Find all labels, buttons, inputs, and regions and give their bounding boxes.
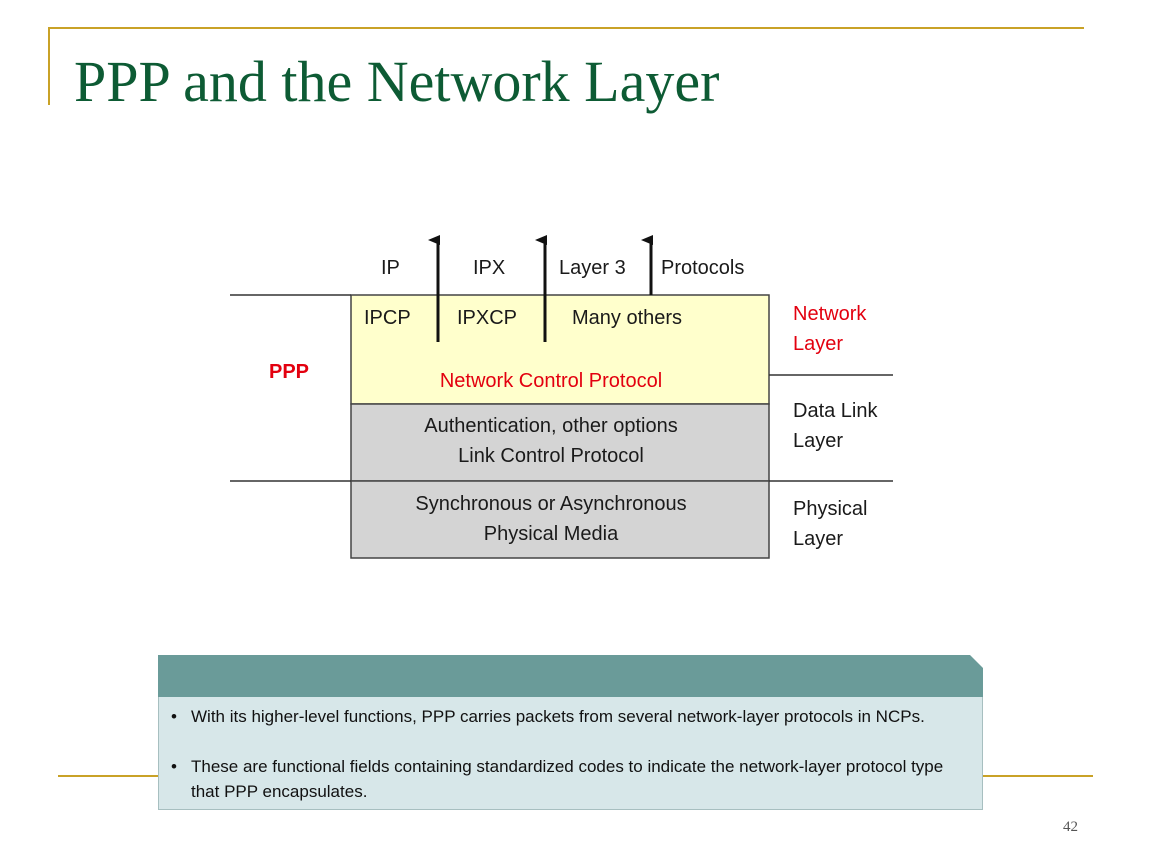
ncp-item-ipcp: IPCP (364, 307, 411, 329)
bottom-rule-left (58, 775, 158, 777)
left-rule (48, 27, 50, 105)
datalink-layer-label-2: Layer (793, 430, 843, 452)
ncp-item-others: Many others (572, 307, 682, 329)
arrow-label-protocols: Protocols (661, 257, 744, 279)
bullet-dot: • (171, 707, 177, 726)
physical-line2: Physical Media (484, 523, 619, 545)
physical-layer-label-1: Physical (793, 498, 867, 520)
physical-layer-label-2: Layer (793, 528, 843, 550)
notes-body: • With its higher-level functions, PPP c… (158, 697, 983, 810)
lcp-line2: Link Control Protocol (458, 445, 644, 467)
datalink-layer-label-1: Data Link (793, 400, 878, 422)
note-text: With its higher-level functions, PPP car… (191, 707, 925, 726)
bullet-dot: • (171, 757, 177, 776)
note-bullet: • These are functional fields containing… (171, 754, 971, 804)
note-text: These are functional fields containing s… (191, 757, 944, 801)
arrow-label-ipx: IPX (473, 257, 505, 279)
lcp-line1: Authentication, other options (424, 415, 678, 437)
ncp-item-ipxcp: IPXCP (457, 307, 517, 329)
physical-box (350, 480, 770, 559)
slide-title: PPP and the Network Layer (74, 49, 720, 114)
notes-header (158, 655, 983, 697)
ncp-box (350, 294, 770, 405)
note-bullet: • With its higher-level functions, PPP c… (171, 704, 971, 729)
ncp-label: Network Control Protocol (440, 370, 662, 392)
notes-panel: • With its higher-level functions, PPP c… (158, 655, 983, 810)
page-number: 42 (1063, 819, 1078, 835)
arrow-label-ip: IP (381, 257, 400, 279)
ppp-label: PPP (269, 361, 309, 383)
arrow-label-layer3: Layer 3 (559, 257, 626, 279)
bottom-rule-right (983, 775, 1093, 777)
physical-line1: Synchronous or Asynchronous (415, 493, 686, 515)
lcp-box (350, 403, 770, 482)
network-layer-label-1: Network (793, 303, 867, 325)
top-rule (48, 27, 1084, 29)
network-layer-label-2: Layer (793, 333, 843, 355)
